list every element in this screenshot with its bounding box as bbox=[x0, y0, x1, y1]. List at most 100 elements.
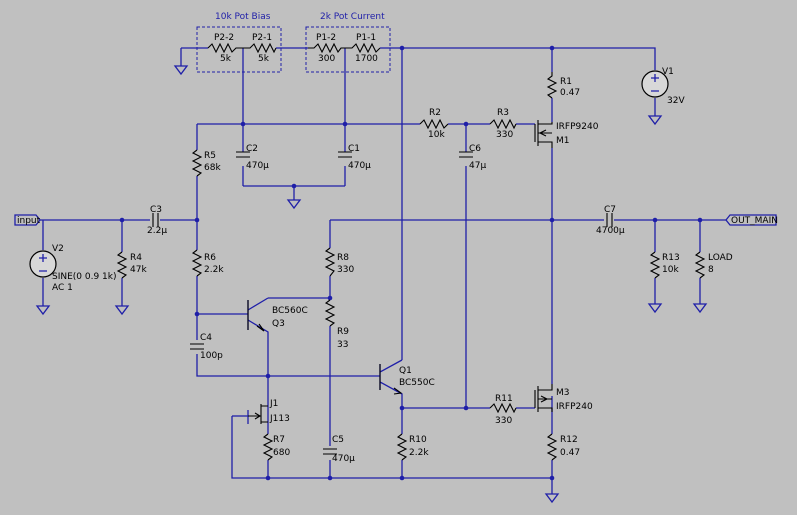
resistor-p2-2[interactable] bbox=[207, 42, 243, 54]
m1-value: IRFP9240 bbox=[556, 122, 599, 132]
resistor-r4[interactable] bbox=[116, 251, 128, 279]
r2-name: R2 bbox=[429, 108, 441, 118]
capacitor-c5[interactable] bbox=[323, 448, 337, 455]
p2-2-value: 5k bbox=[220, 54, 232, 64]
resistor-r10[interactable] bbox=[396, 433, 408, 461]
r8-name: R8 bbox=[337, 253, 349, 263]
capacitor-c2[interactable] bbox=[236, 151, 250, 158]
v2-value: SINE(0 0.9 1k) bbox=[52, 272, 117, 282]
input-port-label: input bbox=[17, 216, 41, 226]
r10-value: 2.2k bbox=[409, 448, 429, 458]
capacitor-c6[interactable] bbox=[459, 151, 473, 158]
j1-name: J1 bbox=[269, 399, 278, 409]
r8-value: 330 bbox=[337, 265, 354, 275]
c5-name: C5 bbox=[332, 435, 344, 445]
capacitor-c4[interactable] bbox=[190, 343, 204, 350]
v2-ac-value: AC 1 bbox=[52, 283, 73, 293]
resistor-r13[interactable] bbox=[649, 251, 661, 279]
c4-name: C4 bbox=[200, 333, 212, 343]
r13-value: 10k bbox=[662, 265, 679, 275]
q3-name: Q3 bbox=[272, 319, 285, 329]
resistor-r7[interactable] bbox=[262, 433, 274, 461]
c5-value: 470µ bbox=[332, 454, 355, 464]
c1-name: C1 bbox=[348, 144, 360, 154]
input-port[interactable]: input bbox=[14, 214, 41, 226]
voltage-source-v1[interactable] bbox=[641, 70, 669, 98]
r7-name: R7 bbox=[273, 435, 285, 445]
p1-2-name: P1-2 bbox=[316, 33, 336, 43]
wires bbox=[40, 47, 726, 494]
c3-name: C3 bbox=[150, 205, 162, 215]
p2-1-name: P2-1 bbox=[252, 33, 272, 43]
junction-dots bbox=[119, 45, 703, 481]
p2-2-name: P2-2 bbox=[214, 33, 234, 43]
capacitor-c1[interactable] bbox=[338, 151, 352, 158]
r13-name: R13 bbox=[662, 253, 680, 263]
r11-name: R11 bbox=[495, 394, 513, 404]
r4-value: 47k bbox=[130, 265, 147, 275]
r1-value: 0.47 bbox=[560, 88, 580, 98]
r7-value: 680 bbox=[273, 448, 290, 458]
mosfet-m3[interactable] bbox=[534, 384, 553, 412]
r5-name: R5 bbox=[204, 151, 216, 161]
m3-value: IRFP240 bbox=[556, 402, 593, 412]
resistor-r2[interactable] bbox=[419, 118, 449, 130]
resistor-r1[interactable] bbox=[546, 72, 558, 99]
r9-value: 33 bbox=[337, 340, 348, 350]
output-port-label: OUT_MAIN bbox=[731, 216, 778, 226]
jfet-j1[interactable] bbox=[248, 404, 268, 424]
r4-name: R4 bbox=[130, 253, 142, 263]
q1-name: Q1 bbox=[399, 366, 412, 376]
m3-name: M3 bbox=[556, 388, 570, 398]
p1-1-value: 1700 bbox=[355, 54, 378, 64]
capacitor-c7[interactable] bbox=[606, 213, 613, 227]
resistor-r6[interactable] bbox=[191, 249, 203, 277]
resistor-p1-2[interactable] bbox=[308, 42, 345, 54]
mosfet-m1[interactable] bbox=[534, 120, 553, 148]
r3-name: R3 bbox=[497, 108, 509, 118]
resistor-r3[interactable] bbox=[489, 118, 517, 130]
voltage-source-v2[interactable] bbox=[29, 250, 57, 278]
p1-2-value: 300 bbox=[318, 54, 335, 64]
q1-value: BC550C bbox=[399, 378, 435, 388]
resistor-load[interactable] bbox=[694, 251, 706, 279]
c3-value: 2.2µ bbox=[147, 226, 167, 236]
resistor-p1-1[interactable] bbox=[345, 42, 381, 54]
resistor-r9[interactable] bbox=[324, 299, 336, 327]
c1-value: 470µ bbox=[348, 161, 371, 171]
pot-bias-box bbox=[196, 26, 282, 73]
r11-value: 330 bbox=[495, 416, 512, 426]
resistor-r11[interactable] bbox=[489, 402, 517, 414]
v1-name: V1 bbox=[662, 67, 674, 77]
c6-name: C6 bbox=[469, 144, 481, 154]
output-port[interactable]: OUT_MAIN bbox=[725, 214, 778, 226]
c2-value: 470µ bbox=[246, 161, 269, 171]
capacitor-c3[interactable] bbox=[152, 213, 159, 227]
r2-value: 10k bbox=[428, 130, 445, 140]
load-name: LOAD bbox=[708, 253, 733, 263]
pot-current-box bbox=[305, 26, 391, 73]
c6-value: 47µ bbox=[469, 161, 486, 171]
r6-name: R6 bbox=[204, 253, 216, 263]
transistor-q3[interactable] bbox=[247, 300, 265, 332]
c7-name: C7 bbox=[604, 205, 616, 215]
p1-1-name: P1-1 bbox=[356, 33, 376, 43]
c4-value: 100p bbox=[200, 351, 223, 361]
q3-value: BC560C bbox=[272, 306, 308, 316]
transistor-q1[interactable] bbox=[379, 364, 403, 395]
resistor-r8[interactable] bbox=[324, 247, 336, 277]
resistor-r12[interactable] bbox=[546, 433, 558, 461]
v2-name: V2 bbox=[52, 244, 64, 254]
resistor-r5[interactable] bbox=[191, 149, 203, 177]
m1-name: M1 bbox=[556, 136, 570, 146]
r5-value: 68k bbox=[204, 163, 221, 173]
c7-value: 4700µ bbox=[596, 226, 625, 236]
r12-value: 0.47 bbox=[560, 448, 580, 458]
c2-name: C2 bbox=[246, 144, 258, 154]
pot-current-label: 2k Pot Current bbox=[320, 12, 385, 22]
resistor-p2-1[interactable] bbox=[243, 42, 277, 54]
p2-1-value: 5k bbox=[258, 54, 270, 64]
r9-name: R9 bbox=[337, 327, 349, 337]
j1-value: J113 bbox=[269, 414, 290, 424]
